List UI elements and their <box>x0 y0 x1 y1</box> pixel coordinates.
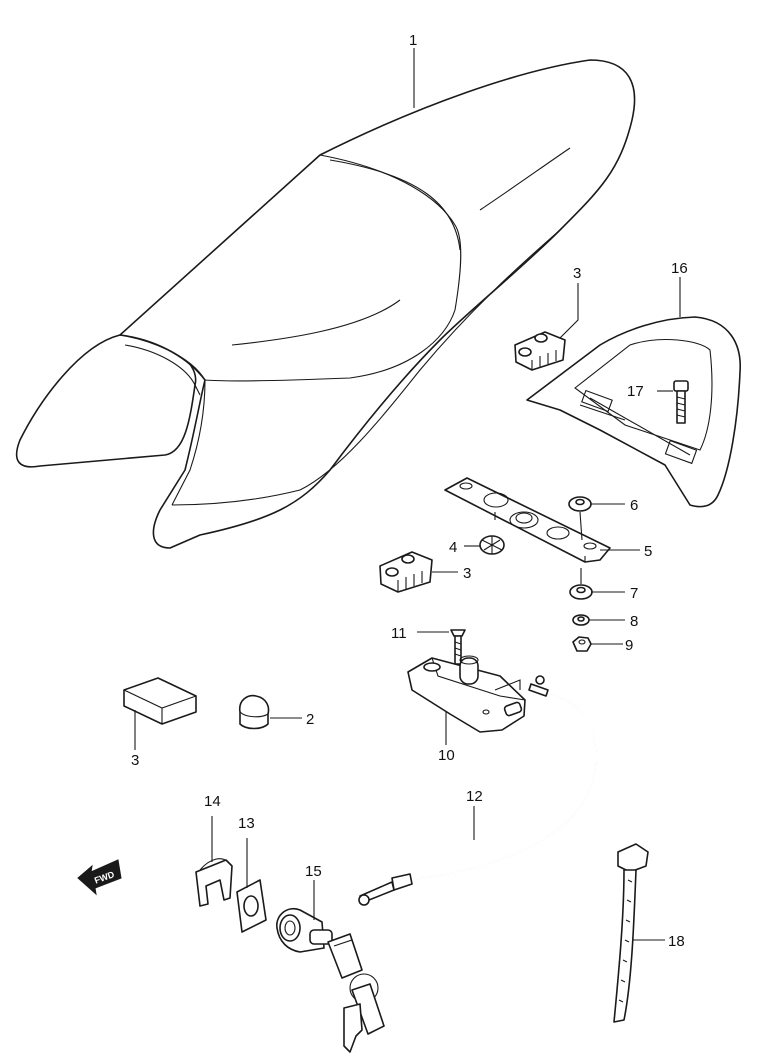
washer-small[interactable] <box>572 614 590 626</box>
callout-12: 11 <box>391 625 407 642</box>
callout-2: 2 <box>306 711 314 728</box>
bracket-plate[interactable] <box>444 477 611 563</box>
callout-3-lower: 3 <box>463 565 471 582</box>
lock-cable[interactable] <box>358 675 597 906</box>
callout-17: 16 <box>671 260 688 277</box>
washer-upper[interactable] <box>568 496 592 512</box>
callout-19: 18 <box>668 933 685 950</box>
callout-16: 15 <box>305 863 322 880</box>
lock-plate[interactable] <box>236 879 267 933</box>
cushion-nut[interactable] <box>238 694 270 730</box>
callout-3-upper: 3 <box>573 265 581 282</box>
bolt[interactable] <box>673 380 689 424</box>
callout-18: 17 <box>627 383 644 400</box>
cushion-lower[interactable] <box>379 551 433 593</box>
grommet[interactable] <box>479 535 505 555</box>
cushion-upper[interactable] <box>514 331 566 371</box>
callout-15: 14 <box>204 793 221 810</box>
callout-5: 5 <box>644 543 652 560</box>
callout-14: 13 <box>238 815 255 832</box>
seat-tail-cover[interactable] <box>526 316 741 508</box>
cable-tie[interactable] <box>613 843 649 1023</box>
washer-lower[interactable] <box>569 584 593 600</box>
seat-lock[interactable] <box>407 655 526 733</box>
lock-set[interactable] <box>276 908 385 1053</box>
seat[interactable] <box>15 59 636 549</box>
clip[interactable] <box>195 858 233 907</box>
fwd-arrow-icon: FWD <box>77 859 122 896</box>
callout-10: 9 <box>625 637 633 654</box>
callout-1: 1 <box>409 32 417 49</box>
screw[interactable] <box>450 629 466 665</box>
callout-6: 4 <box>449 539 457 556</box>
pad[interactable] <box>123 677 197 725</box>
callout-8: 7 <box>630 585 638 602</box>
callout-11: 10 <box>438 747 455 764</box>
callout-9: 8 <box>630 613 638 630</box>
callout-4: 3 <box>131 752 139 769</box>
nut[interactable] <box>572 636 592 652</box>
callout-13: 12 <box>466 788 483 805</box>
callout-7: 6 <box>630 497 638 514</box>
